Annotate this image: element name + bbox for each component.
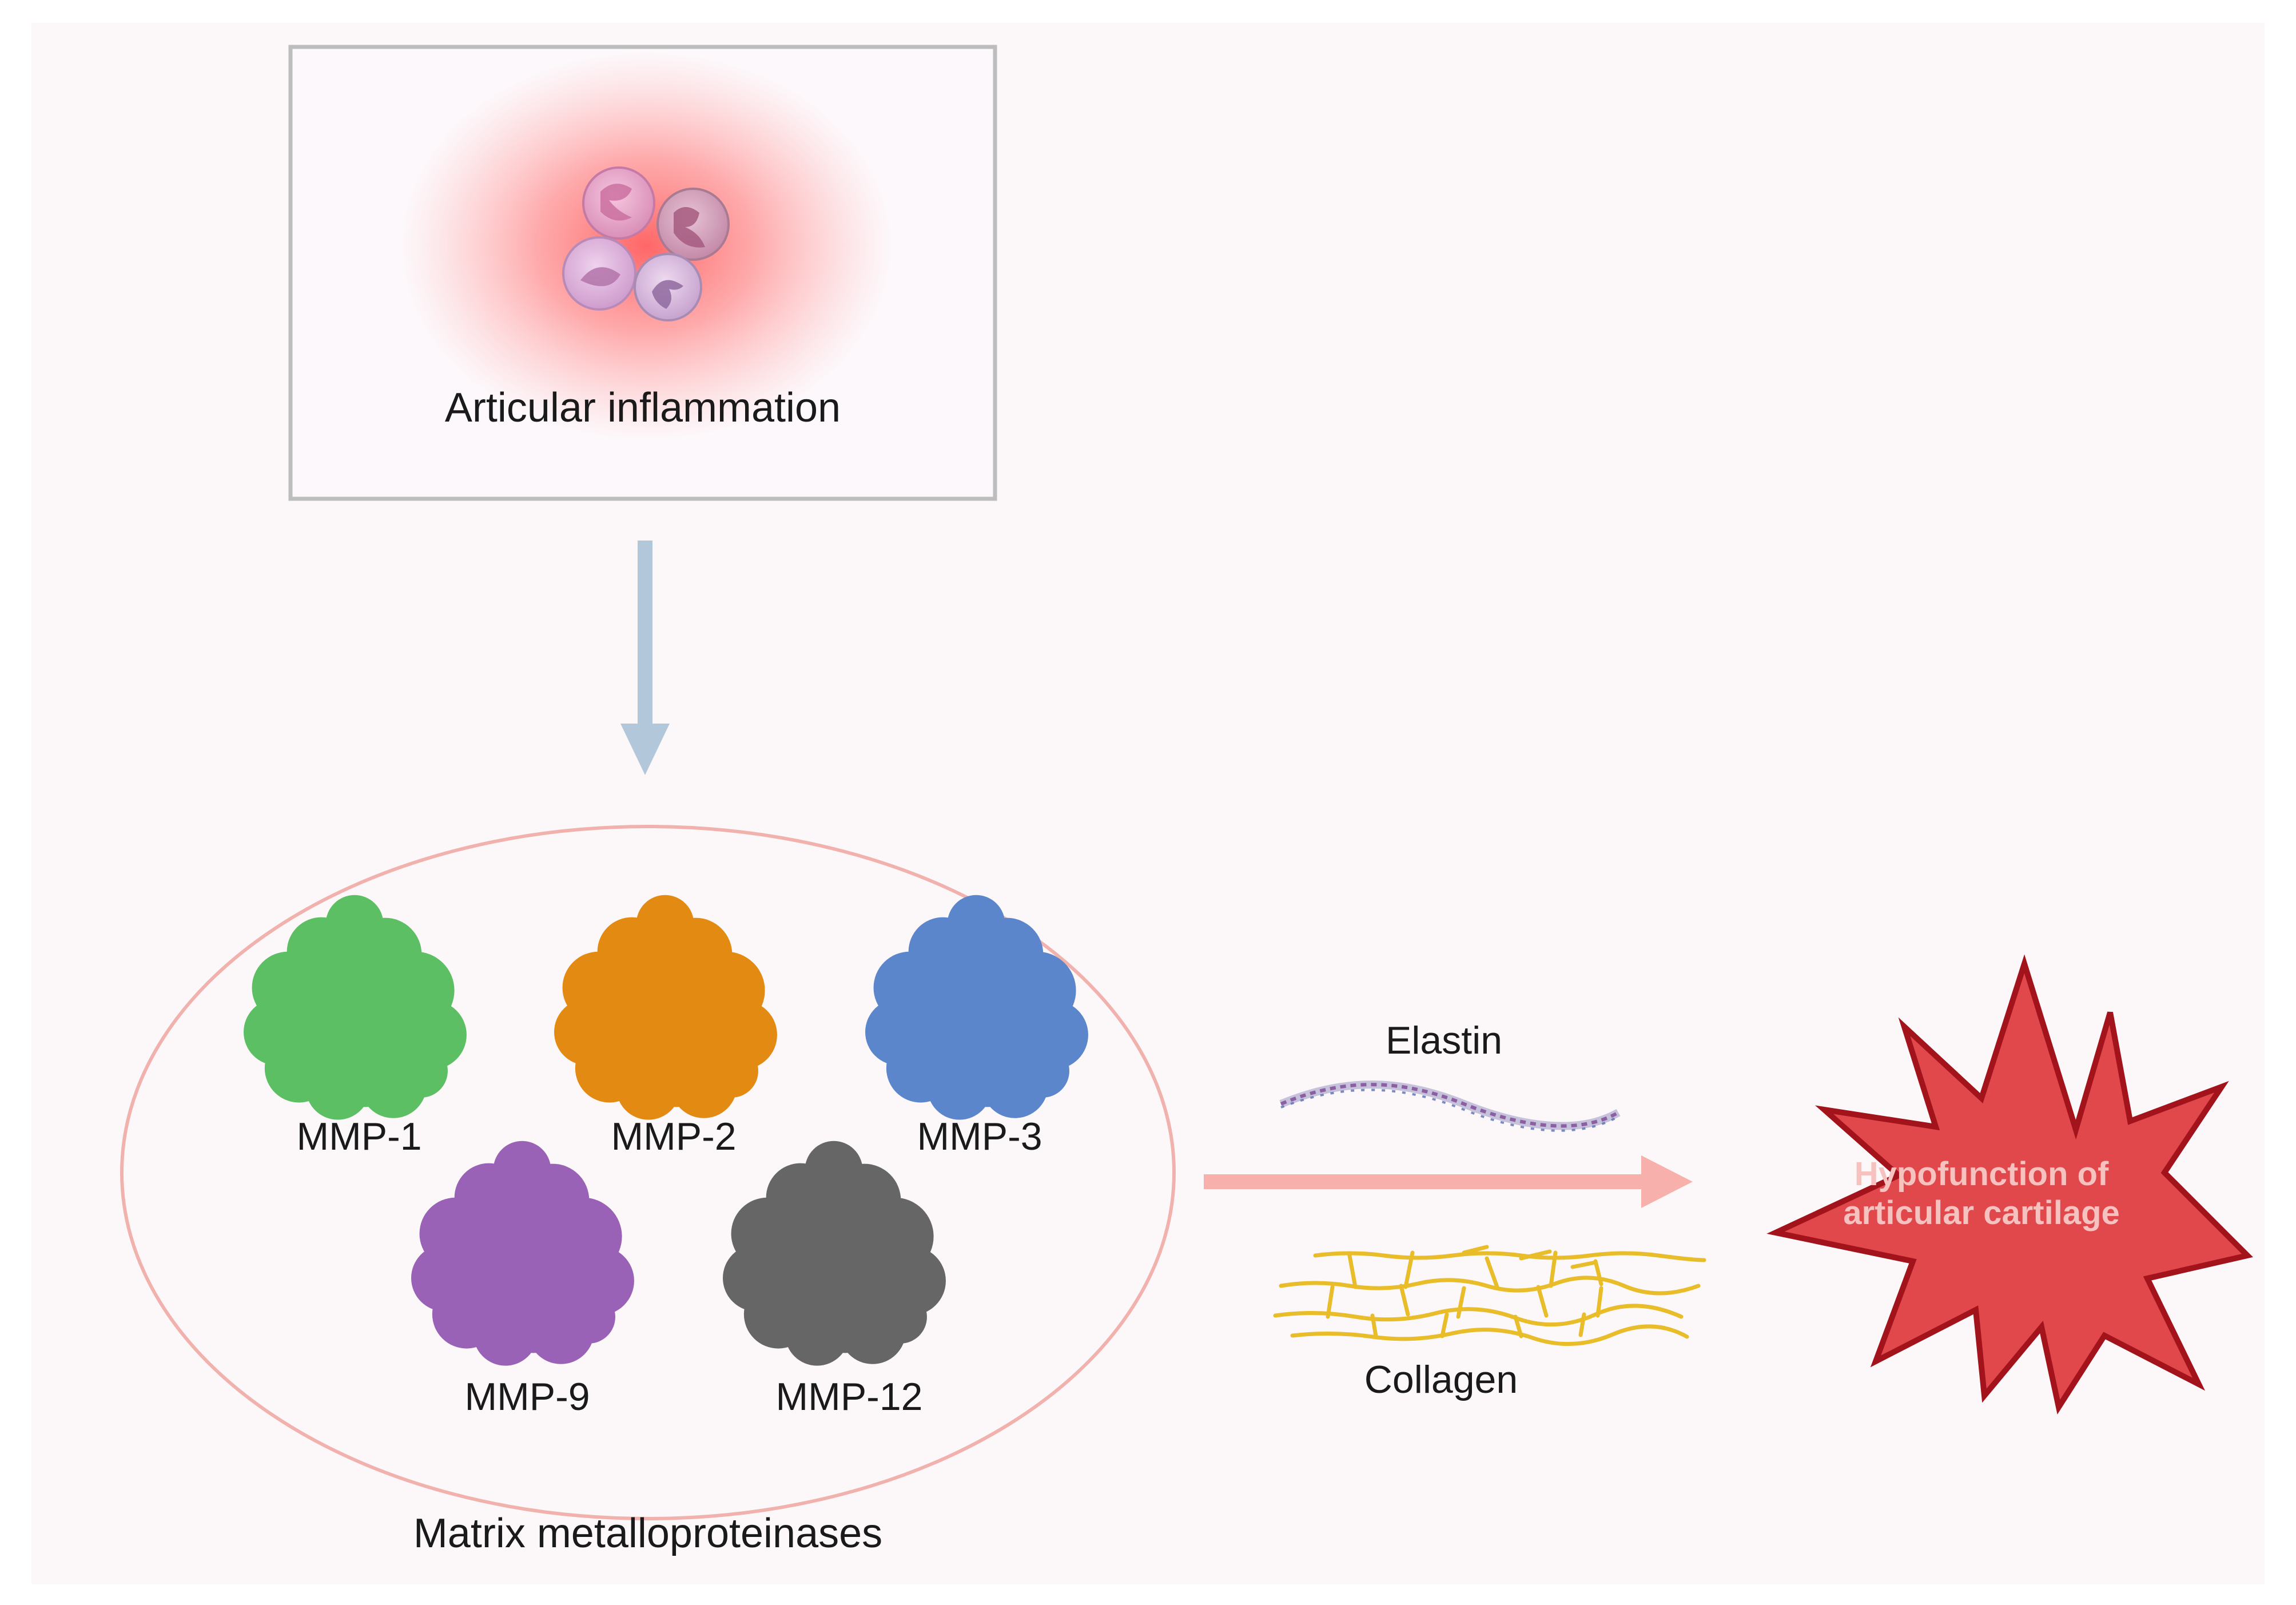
- outcome-label-line1: Hypofunction of: [1855, 1155, 2109, 1193]
- mmp-2-label: MMP-2: [611, 1115, 736, 1158]
- mmp-9-label: MMP-9: [464, 1375, 590, 1419]
- mmp-1-label: MMP-1: [296, 1115, 421, 1158]
- mmp-group-label: Matrix metalloproteinases: [413, 1511, 882, 1556]
- inflammation-box: Articular inflammation: [288, 45, 997, 501]
- immune-cells-icon: [562, 166, 730, 321]
- elastin-fiber-icon: [1279, 1080, 1621, 1132]
- elastin-label: Elastin: [1386, 1019, 1502, 1062]
- outcome-label-line2: articular cartilage: [1843, 1194, 2120, 1231]
- mmp-3-label: MMP-3: [917, 1115, 1042, 1158]
- down-arrow: [620, 541, 670, 775]
- inflammation-label: Articular inflammation: [445, 385, 841, 431]
- collagen-fiber-icon: [1273, 1245, 1706, 1346]
- mmp-group: MMP-1 MMP-2 MMP-3 MMP-9 MMP-12 Matrix me…: [120, 825, 1176, 1556]
- mmp-12-label: MMP-12: [776, 1375, 923, 1419]
- outcome-burst: Hypofunction of articular cartilage: [1766, 954, 2253, 1415]
- collagen-label: Collagen: [1364, 1358, 1518, 1401]
- right-arrow: [1204, 1155, 1693, 1208]
- inflammation-glow: [400, 51, 892, 440]
